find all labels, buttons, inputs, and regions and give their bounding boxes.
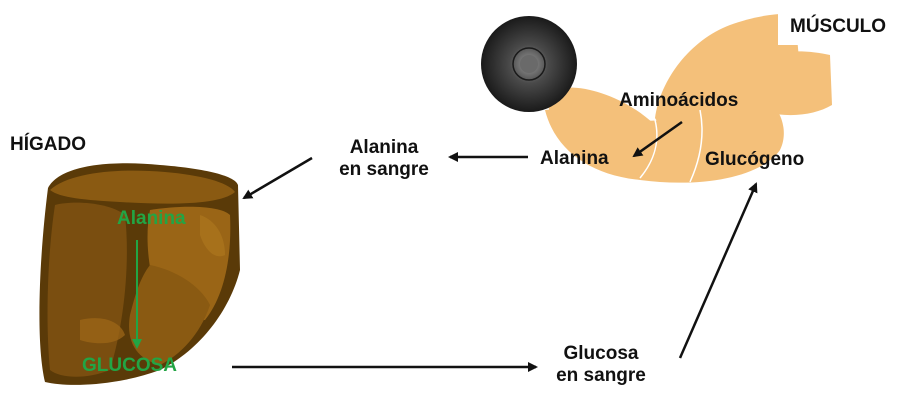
label-glucogeno: Glucógeno	[705, 149, 804, 171]
bone-icon	[481, 16, 577, 112]
label-musculo: MÚSCULO	[790, 16, 886, 38]
label-glucosa-sangre-line1: Glucosa	[536, 343, 666, 365]
label-alanina-sangre-line1: Alanina	[322, 137, 446, 159]
label-alanina-sangre-line2: en sangre	[322, 159, 446, 181]
label-alanina-sangre: Alanina en sangre	[322, 137, 446, 181]
label-alanina-musculo: Alanina	[540, 148, 609, 170]
liver-icon	[39, 163, 240, 385]
label-alanina-higado: Alanina	[117, 208, 186, 230]
arrow-blood-to-liver	[244, 158, 312, 198]
label-glucosa-sangre: Glucosa en sangre	[536, 343, 666, 387]
arrow-blood-to-glucogeno	[680, 184, 756, 358]
label-higado: HÍGADO	[10, 134, 86, 156]
label-glucosa-higado: GLUCOSA	[82, 355, 177, 377]
label-aminoacidos: Aminoácidos	[619, 90, 738, 112]
label-glucosa-sangre-line2: en sangre	[536, 365, 666, 387]
